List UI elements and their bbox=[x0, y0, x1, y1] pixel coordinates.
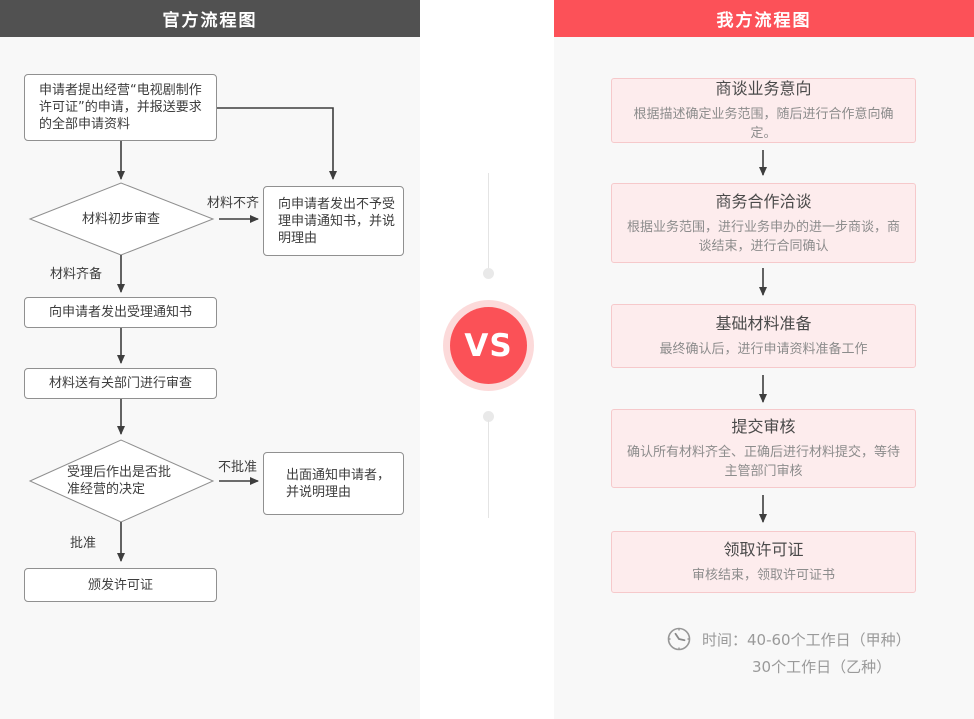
step-reject-notice: 向申请者发出不予受理申请通知书，并说明理由 bbox=[263, 186, 404, 256]
official-flow-connectors bbox=[28, 107, 337, 562]
card-business-negotiation-desc: 根据业务范围，进行业务申办的进一步商谈，商谈结束，进行合同确认 bbox=[626, 219, 900, 254]
our-flow-title: 我方流程图 bbox=[554, 0, 974, 37]
clock-icon bbox=[666, 626, 692, 652]
step-apply-text: 申请者提出经营“电视剧制作许可证”的申请，并报送要求的全部申请资料 bbox=[39, 83, 202, 132]
step-accept-notice-text: 向申请者发出受理通知书 bbox=[48, 305, 192, 320]
card-submit-review: 提交审核 确认所有材料齐全、正确后进行材料提交，等待主管部门审核 bbox=[611, 409, 916, 488]
step-initial-review-text: 材料初步审查 bbox=[81, 212, 160, 227]
step-reject-notice-text: 向申请者发出不予受理申请通知书，并说明理由 bbox=[278, 196, 396, 246]
diamond-decision bbox=[28, 439, 215, 523]
card-get-license: 领取许可证 审核结束，领取许可证书 bbox=[611, 531, 916, 593]
card-submit-review-title: 提交审核 bbox=[731, 417, 796, 436]
card-business-intent-title: 商谈业务意向 bbox=[715, 79, 812, 98]
divider-dot-top bbox=[483, 268, 494, 279]
card-submit-review-desc: 确认所有材料齐全、正确后进行材料提交，等待主管部门审核 bbox=[626, 445, 900, 479]
card-business-negotiation-title: 商务合作洽谈 bbox=[715, 191, 812, 211]
arrow-apply-to-reject-notice bbox=[217, 107, 337, 180]
step-issue-license: 颁发许可证 bbox=[24, 568, 217, 602]
card-material-preparation-title: 基础材料准备 bbox=[715, 314, 812, 333]
official-flow-panel: 官方流程图 申请者提出经营“电视剧制作许可证”的申请，并报送要求的全部申请资料 … bbox=[0, 0, 420, 719]
step-accept-notice: 向申请者发出受理通知书 bbox=[24, 297, 217, 328]
label-materials-incomplete: 材料不齐 bbox=[207, 196, 260, 211]
label-not-approved: 不批准 bbox=[218, 460, 258, 475]
divider-dot-bottom bbox=[483, 411, 494, 422]
vs-divider: VS bbox=[420, 0, 554, 719]
card-business-negotiation: 商务合作洽谈 根据业务范围，进行业务申办的进一步商谈，商谈结束，进行合同确认 bbox=[611, 183, 916, 263]
card-business-intent-desc: 根据描述确定业务范围，随后进行合作意向确定。 bbox=[633, 107, 894, 141]
diamond-initial-review bbox=[28, 182, 215, 256]
step-dept-review-text: 材料送有关部门进行审查 bbox=[48, 376, 192, 391]
divider-line-bottom bbox=[488, 420, 489, 518]
step-apply: 申请者提出经营“电视剧制作许可证”的申请，并报送要求的全部申请资料 bbox=[24, 74, 217, 141]
official-flow-title: 官方流程图 bbox=[0, 0, 420, 37]
card-get-license-desc: 审核结束，领取许可证书 bbox=[691, 568, 835, 583]
vs-badge-ring: VS bbox=[443, 300, 534, 391]
time-note-line2: 30个工作日（乙种） bbox=[752, 658, 892, 676]
divider-line-top bbox=[488, 173, 489, 271]
step-notify-reject-text: 出面通知申请者，并说明理由 bbox=[286, 467, 391, 500]
card-material-preparation: 基础材料准备 最终确认后，进行申请资料准备工作 bbox=[611, 304, 916, 368]
time-note-line1: 时间：40-60个工作日（甲种） bbox=[702, 631, 911, 649]
card-material-preparation-desc: 最终确认后，进行申请资料准备工作 bbox=[659, 342, 868, 357]
label-materials-complete: 材料齐备 bbox=[50, 267, 103, 282]
vs-badge: VS bbox=[450, 307, 527, 384]
card-get-license-title: 领取许可证 bbox=[723, 540, 804, 559]
our-flow-panel: 我方流程图 商谈业务意向 根据描述确定业务范围，随后进行合作意向确定。 商务合作… bbox=[554, 0, 974, 719]
label-approved: 批准 bbox=[70, 536, 97, 551]
card-business-intent: 商谈业务意向 根据描述确定业务范围，随后进行合作意向确定。 bbox=[611, 78, 916, 143]
step-decision-text: 受理后作出是否批准经营的决定 bbox=[67, 465, 172, 497]
step-dept-review: 材料送有关部门进行审查 bbox=[24, 368, 217, 399]
step-notify-reject: 出面通知申请者，并说明理由 bbox=[263, 452, 404, 515]
step-issue-license-text: 颁发许可证 bbox=[87, 577, 153, 593]
our-flow-connectors bbox=[759, 150, 767, 523]
